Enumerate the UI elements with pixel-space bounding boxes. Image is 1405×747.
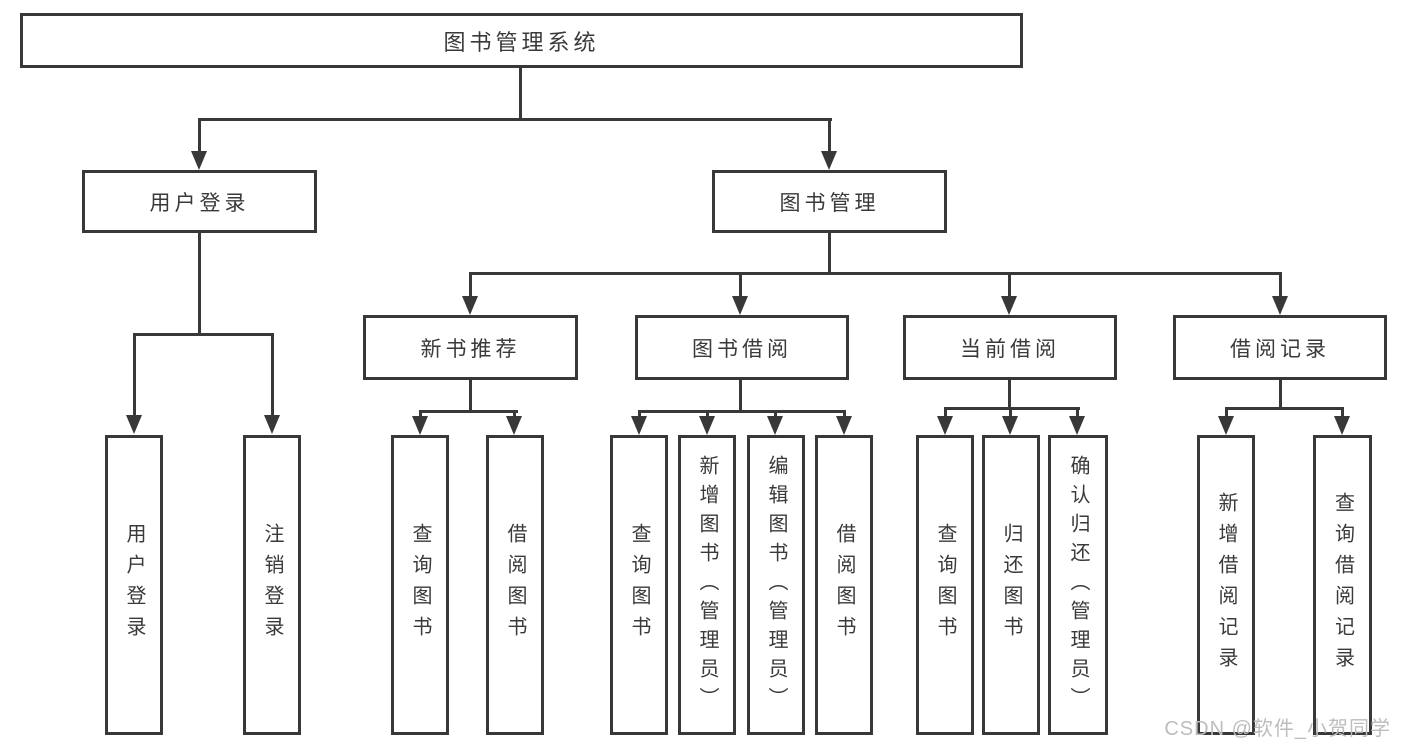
arrow-head: [631, 416, 647, 435]
arrow-head: [1002, 416, 1018, 435]
connector-line: [133, 333, 136, 416]
arrow-head: [1218, 416, 1234, 435]
arrow-head: [506, 416, 522, 435]
connector-line: [198, 233, 201, 336]
connector-line: [1076, 407, 1079, 417]
arrow-head: [1069, 416, 1085, 435]
connector-line: [1279, 380, 1282, 410]
connector-line: [1008, 380, 1011, 410]
arrow-head: [821, 151, 837, 170]
connector-line: [419, 410, 518, 413]
connector-line: [828, 233, 831, 275]
connector-line: [1225, 407, 1228, 417]
arrow-head: [191, 151, 207, 170]
node-current-borrowing: 当前借阅: [903, 315, 1117, 380]
connector-line: [469, 272, 1282, 275]
connector-line: [638, 410, 846, 413]
connector-line: [774, 410, 777, 418]
leaf-current-query-books: 查询图书: [916, 435, 974, 735]
connector-line: [198, 118, 832, 121]
connector-line: [1008, 272, 1011, 298]
connector-line: [828, 118, 831, 152]
node-user-login: 用户登录: [82, 170, 317, 233]
node-borrowing-records: 借阅记录: [1173, 315, 1387, 380]
node-library-management-system: 图书管理系统: [20, 13, 1023, 68]
connector-line: [638, 410, 641, 418]
arrow-head: [1001, 296, 1017, 315]
connector-line: [133, 333, 274, 336]
leaf-borrowing-query-books: 查询图书: [610, 435, 668, 735]
connector-line: [843, 410, 846, 418]
connector-line: [519, 68, 522, 118]
arrow-head: [412, 416, 428, 435]
arrow-head: [1334, 416, 1350, 435]
connector-line: [419, 410, 422, 418]
leaf-current-confirm-return-admin: 确认归还（管理员）: [1048, 435, 1108, 735]
arrow-head: [767, 416, 783, 435]
leaf-borrowing-edit-books-admin: 编辑图书（管理员）: [747, 435, 805, 735]
watermark: CSDN @软件_小贺同学: [1164, 718, 1391, 740]
leaf-current-return-books: 归还图书: [982, 435, 1040, 735]
arrow-head: [1272, 296, 1288, 315]
leaf-recommend-query-books: 查询图书: [391, 435, 449, 735]
connector-line: [469, 380, 472, 413]
node-book-borrowing: 图书借阅: [635, 315, 849, 380]
leaf-records-query-borrow-record: 查询借阅记录: [1313, 435, 1372, 735]
leaf-user-login: 用户登录: [105, 435, 163, 735]
leaf-records-add-borrow-record: 新增借阅记录: [1197, 435, 1255, 735]
connector-line: [1341, 407, 1344, 417]
arrow-head: [732, 296, 748, 315]
connector-line: [1009, 407, 1012, 417]
connector-line: [706, 410, 709, 418]
connector-line: [739, 272, 742, 298]
connector-line: [1225, 407, 1344, 410]
arrow-head: [126, 415, 142, 434]
connector-line: [1279, 272, 1282, 298]
arrow-head: [699, 416, 715, 435]
connector-line: [739, 380, 742, 413]
arrow-head: [937, 416, 953, 435]
connector-line: [469, 272, 472, 298]
connector-line: [513, 410, 516, 418]
connector-line: [944, 407, 1080, 410]
connector-line: [271, 333, 274, 416]
node-new-book-recommendation: 新书推荐: [363, 315, 578, 380]
arrow-head: [462, 296, 478, 315]
arrow-head: [836, 416, 852, 435]
leaf-borrowing-borrow-books: 借阅图书: [815, 435, 873, 735]
leaf-logout: 注销登录: [243, 435, 301, 735]
connector-line: [944, 407, 947, 417]
connector-line: [198, 118, 201, 152]
leaf-borrowing-add-books-admin: 新增图书（管理员）: [678, 435, 736, 735]
node-book-management: 图书管理: [712, 170, 947, 233]
arrow-head: [264, 415, 280, 434]
leaf-recommend-borrow-books: 借阅图书: [486, 435, 544, 735]
